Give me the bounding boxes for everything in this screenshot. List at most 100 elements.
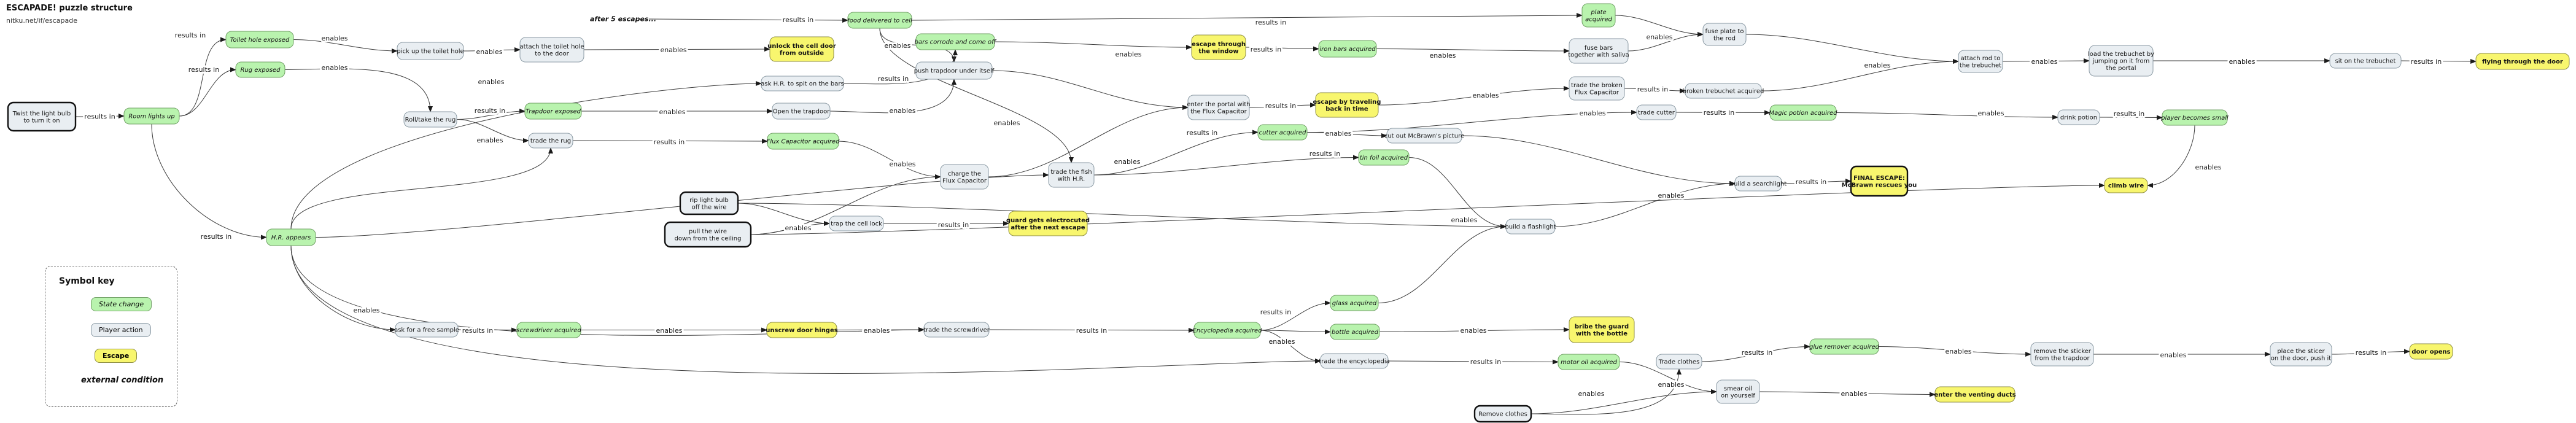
edge-fuse_plate-attach_rod — [1745, 34, 1959, 64]
edge-label-charge-enter_portal: enables — [1114, 158, 1140, 166]
node-label-hr: H.R. appears — [271, 235, 311, 241]
node-box-screwdriver — [516, 322, 581, 338]
edge-build_search-final — [1781, 179, 1852, 184]
edge-glass-build_flash — [1378, 224, 1507, 303]
edge-label-magic-drink: enables — [1977, 109, 2004, 117]
edge-label-ask_spit-bars_corrode: results in — [878, 75, 909, 83]
node-box-open_trap — [772, 103, 831, 120]
edge-food-trade_fish — [879, 28, 1074, 163]
node-box-ask_sample — [395, 322, 459, 338]
node-trade_cutter: trade cutter — [1636, 104, 1677, 120]
edge-remove_clothes-trade_clothes — [1530, 368, 1682, 415]
edge-fuse_bars-fuse_plate — [1627, 32, 1704, 52]
edge-rip-build_flash — [737, 203, 1507, 229]
page-subtitle: nitku.net/if/escapade — [6, 17, 77, 25]
node-box-hr — [266, 228, 316, 246]
node-label-cutter: cutter acquired — [1259, 130, 1306, 136]
edge-label-attach_rod-load_treb: enables — [2031, 58, 2057, 66]
node-motor: motor oil acquired — [1558, 354, 1620, 370]
node-box-guard — [1008, 211, 1088, 236]
symbol-key-escape-chip: Escape — [95, 349, 138, 363]
node-label-vent: enter the venting ducts — [1934, 392, 2015, 398]
node-trade_clothes: Trade clothes — [1656, 354, 1702, 370]
node-label-final: FINAL ESCAPE:McBrawn rescues you — [1842, 175, 1917, 189]
edge-hr-ask_sample — [290, 245, 396, 332]
edge-push_trap-enter_portal — [991, 70, 1189, 110]
edge-label-sit-flying: results in — [2411, 58, 2442, 66]
node-cutout: cut out McBrawn's picture — [1384, 128, 1464, 144]
edge-label-after5-food: results in — [783, 16, 813, 24]
node-door_opens: door opens — [2409, 343, 2453, 360]
edge-broken_treb-attach_rod — [1761, 59, 1959, 91]
node-box-rip — [679, 191, 739, 215]
node-box-build_flash — [1505, 219, 1556, 235]
node-box-rug_exposed — [235, 61, 285, 78]
node-box-remove_sticker — [2030, 342, 2094, 367]
node-label-remove_clothes: Remove clothes — [1478, 411, 1527, 418]
node-label-push_trap: push trapdoor under itself — [914, 68, 995, 75]
node-food: food delivered to cell — [847, 12, 912, 29]
node-box-flux — [767, 133, 839, 150]
edge-label-trade_rug-flux: results in — [654, 138, 685, 146]
edge-label-remove_sticker-place_sticker: enables — [2160, 351, 2186, 359]
node-trade_rug: trade the rug — [528, 133, 573, 149]
edge-label-ency-trade_ency: enables — [1268, 338, 1295, 346]
node-box-bars_corrode — [915, 33, 995, 50]
node-ask_spit: ask H.R. to spit on the bars — [761, 76, 844, 91]
node-label-flying: flying through the door — [2482, 59, 2563, 66]
edge-label-iron-fuse_bars: enables — [1429, 52, 1456, 60]
edge-label-place_sticker-door_opens: results in — [2356, 349, 2386, 357]
node-label-glass: glass acquired — [1332, 300, 1377, 307]
edge-label-window-iron: results in — [1251, 45, 1281, 53]
node-pickup: pick up the toilet hole — [397, 42, 464, 60]
edge-hr-trade_screw — [290, 245, 925, 336]
edge-label-ask_sample-screwdriver: results in — [462, 327, 493, 335]
edge-label-flux-charge: enables — [889, 160, 915, 168]
edge-label-room-toilet_exposed: results in — [175, 31, 206, 39]
edge-cutout-build_search — [1461, 135, 1736, 186]
node-climb: climb wire — [2104, 177, 2148, 193]
edge-magic-drink — [1836, 112, 2058, 120]
edge-rug_exposed-roll_rug — [284, 68, 433, 112]
node-roll_rug: Roll/take the rug — [403, 111, 457, 128]
node-label-small: player becomes small — [2160, 115, 2229, 122]
node-label-screwdriver: screwdriver acquired — [516, 327, 581, 334]
edge-label-cutter-trade_cutter: enables — [1579, 109, 1605, 117]
edge-trade_fish-cutter — [1093, 130, 1259, 176]
node-label-climb: climb wire — [2108, 183, 2144, 190]
node-final: FINAL ESCAPE:McBrawn rescues you — [1842, 165, 1917, 197]
node-small: player becomes small — [2160, 109, 2229, 126]
node-sit: sit on the trebuchet — [2329, 53, 2402, 69]
node-magic: Magic potion acquired — [1769, 104, 1837, 121]
edge-label-trapdoor_exposed-open_trap: enables — [659, 108, 685, 116]
edge-label-trade_screw-ency: results in — [1076, 327, 1107, 335]
edge-label-roll_rug-trade_rug: enables — [476, 136, 503, 144]
node-glass: glass acquired — [1330, 295, 1379, 311]
node-box-glass — [1330, 295, 1379, 311]
node-box-small — [2162, 109, 2228, 126]
edge-cutter-trade_cutter — [1306, 110, 1637, 133]
edge-label-trade_fish-cutter: results in — [1187, 129, 1217, 137]
node-unscrew: unscrew door hinges — [766, 322, 838, 338]
node-box-unlock — [769, 36, 834, 62]
node-box-flying — [2475, 53, 2570, 70]
node-label-trapdoor_exposed: Trapdoor exposed — [526, 109, 581, 115]
node-label-flux: Flux Capacitor acquired — [767, 139, 840, 146]
node-open_trap: Open the trapdoor — [772, 103, 831, 120]
node-bottle: bottle acquired — [1330, 324, 1380, 340]
node-label-bottle: bottle acquired — [1332, 329, 1379, 336]
node-hr: H.R. appears — [266, 228, 316, 246]
node-flux: Flux Capacitor acquired — [767, 133, 840, 150]
